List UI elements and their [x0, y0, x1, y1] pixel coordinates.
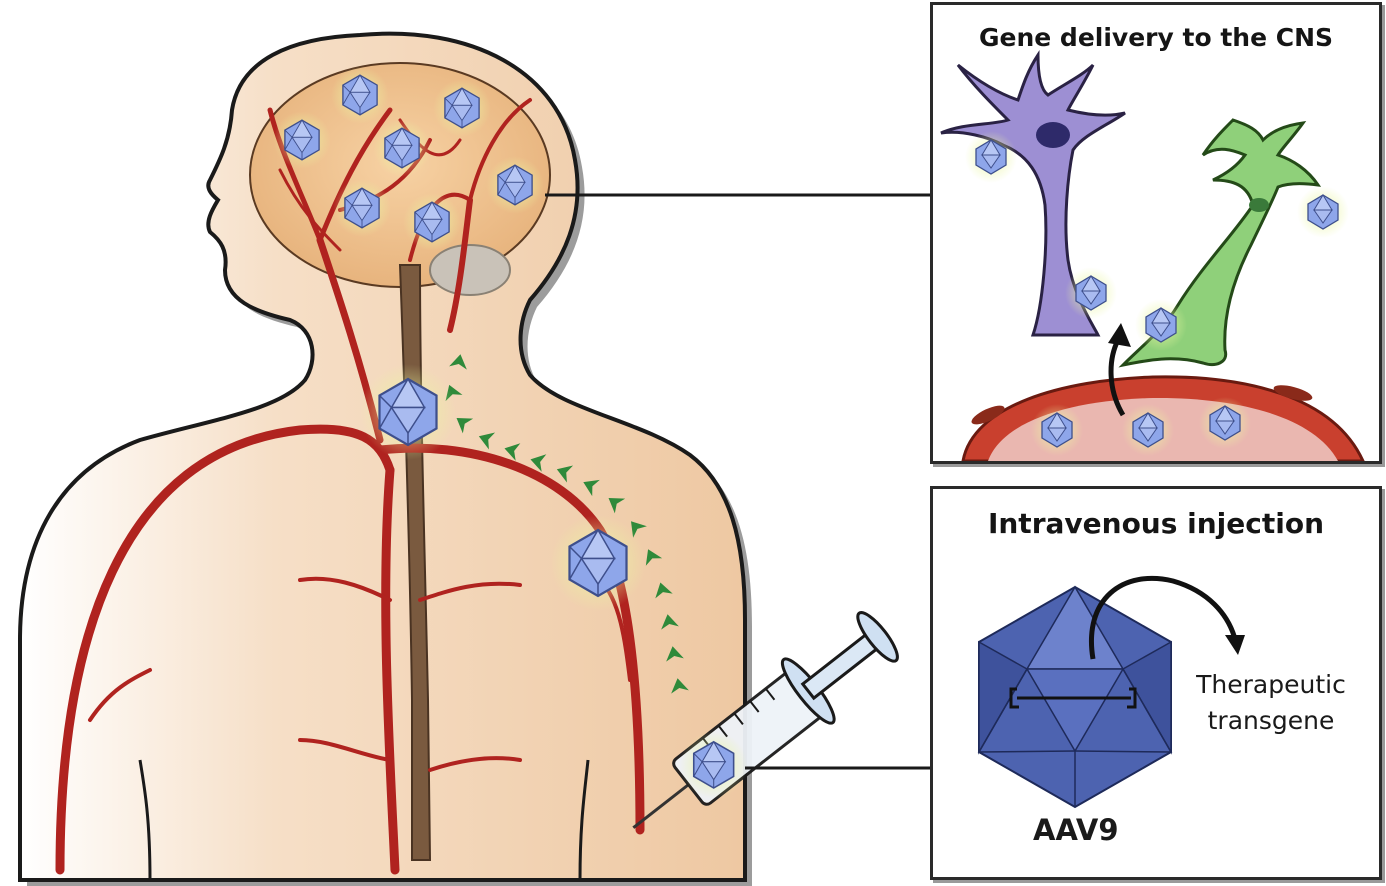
- cerebellum: [429, 244, 511, 296]
- iv-panel-title: Intravenous injection: [987, 507, 1325, 540]
- panel-intravenous-injection: Intravenous injection Therapeutic transg…: [930, 486, 1382, 880]
- curved-arrow-icon: [1108, 338, 1126, 417]
- virus-particle-icon: [485, 155, 545, 215]
- virus-particle-icon: [272, 110, 332, 170]
- aav9-capsid-icon: [977, 585, 1173, 809]
- virus-particle-icon: [332, 178, 392, 238]
- astrocyte-icon: [1118, 118, 1322, 368]
- arm-crease-left: [138, 759, 152, 881]
- cns-panel-illustration: [940, 50, 1365, 461]
- virus-particle-icon: [358, 362, 458, 462]
- arm-crease-right: [578, 759, 590, 881]
- aav9-label: AAV9: [1033, 813, 1119, 847]
- cns-panel-title: Gene delivery to the CNS: [978, 23, 1334, 52]
- syringe-icon: [632, 611, 899, 829]
- transgene-label-line2: transgene: [1207, 706, 1335, 735]
- panel-gene-delivery-cns: Gene delivery to the CNS: [930, 2, 1382, 464]
- virus-particle-icon: [432, 78, 492, 138]
- virus-particle-icon: [402, 192, 462, 252]
- virus-particle-icon: [372, 118, 432, 178]
- transgene-label-line1: Therapeutic: [1196, 670, 1346, 699]
- therapeutic-transgene-label: Therapeutic transgene: [1181, 667, 1361, 739]
- virus-particle-icon: [330, 65, 390, 125]
- curved-arrow-icon: [1089, 575, 1238, 660]
- iv-panel-illustration: [977, 575, 1245, 809]
- virus-particle-icon: [548, 513, 648, 613]
